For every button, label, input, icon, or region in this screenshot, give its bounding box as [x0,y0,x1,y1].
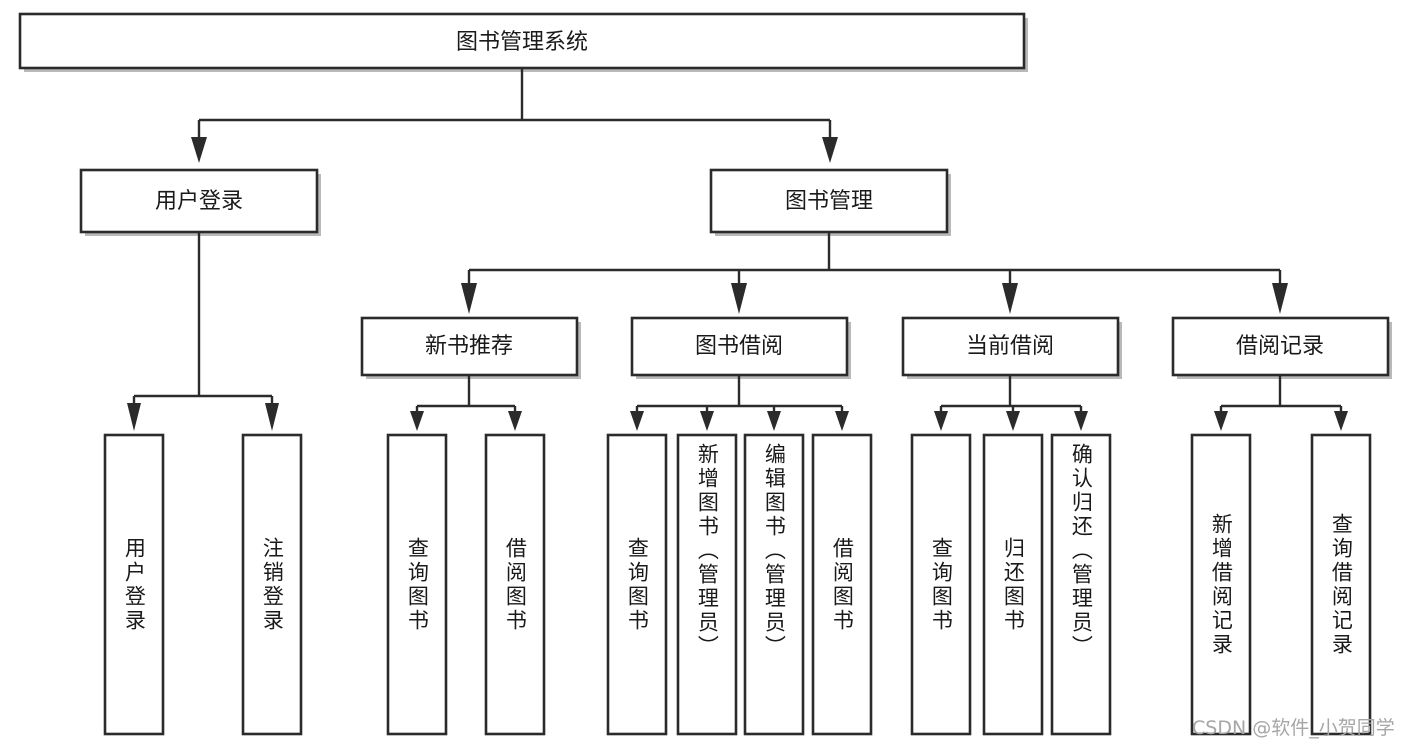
arrow-to-book-borrow [731,283,747,314]
arrow-to-user-login [191,137,207,163]
borrow-record-label: 借阅记录 [1236,334,1324,359]
leaf-box-return-book[interactable] [982,433,1044,736]
connector-book-borrow-to-leaves [630,375,849,431]
node-new-book-recommend[interactable]: 新书推荐 [360,316,581,379]
arrow-leaf-9 [934,411,948,431]
leaf-box-edit-book-admin[interactable] [743,433,805,736]
node-borrow-record[interactable]: 借阅记录 [1171,316,1392,379]
leaf-box-add-book-admin[interactable] [676,433,738,736]
arrow-leaf-4 [508,411,522,431]
arrow-to-borrow-record [1272,283,1288,314]
watermark-text: CSDN @软件_小贺同学 [1192,717,1395,739]
current-borrow-label: 当前借阅 [966,334,1054,359]
arrow-leaf-2 [265,403,279,431]
connector-borrow-record-to-leaves [1214,375,1348,431]
arrow-to-book-mgmt [822,137,838,163]
connector-user-login-to-leaves [127,232,279,431]
new-book-rec-label: 新书推荐 [425,334,513,359]
connector-root-to-level2 [191,68,838,163]
connector-book-mgmt-to-level3 [461,232,1288,314]
leaf-box-query-book-rec[interactable] [386,433,448,736]
user-login-label: 用户登录 [155,189,243,214]
leaf-box-query-book-borrow[interactable] [606,433,668,736]
arrow-leaf-1 [127,403,141,431]
leaf-box-confirm-return-admin[interactable] [1050,433,1112,736]
connector-new-book-rec-to-leaves [410,375,522,431]
leaf-box-user-login[interactable] [103,433,165,736]
node-current-borrow[interactable]: 当前借阅 [901,316,1122,379]
leaf-box-add-borrow-record[interactable] [1190,433,1252,736]
user-login-box [79,168,319,234]
connector-current-borrow-to-leaves [934,375,1088,431]
arrow-leaf-12 [1214,411,1228,431]
leaf-box-query-book-current[interactable] [910,433,972,736]
node-user-login[interactable]: 用户登录 [79,168,321,236]
book-borrow-label: 图书借阅 [695,334,783,359]
borrow-record-box [1171,316,1390,377]
leaf-box-borrow-book-rec[interactable] [484,433,546,736]
leaf-box-query-borrow-record[interactable] [1310,433,1372,736]
leaf-boxes [103,433,1372,736]
leaf-box-logout[interactable] [241,433,303,736]
current-borrow-box [901,316,1120,377]
arrow-leaf-8 [835,411,849,431]
arrow-leaf-5 [630,411,644,431]
book-mgmt-label: 图书管理 [785,189,873,214]
arrow-leaf-10 [1006,411,1020,431]
arrow-to-current-borrow [1002,283,1018,314]
root-label: 图书管理系统 [456,30,588,55]
arrow-leaf-11 [1074,411,1088,431]
new-book-rec-box [360,316,579,377]
node-book-management[interactable]: 图书管理 [709,168,951,236]
arrow-leaf-13 [1334,411,1348,431]
arrow-to-new-book-rec [461,283,477,314]
leaf-box-borrow-book[interactable] [811,433,873,736]
arrow-leaf-7 [767,411,781,431]
node-book-borrow[interactable]: 图书借阅 [630,316,851,379]
arrow-leaf-6 [700,411,714,431]
node-root[interactable]: 图书管理系统 [18,12,1028,72]
arrow-leaf-3 [410,411,424,431]
root-box [18,12,1026,70]
